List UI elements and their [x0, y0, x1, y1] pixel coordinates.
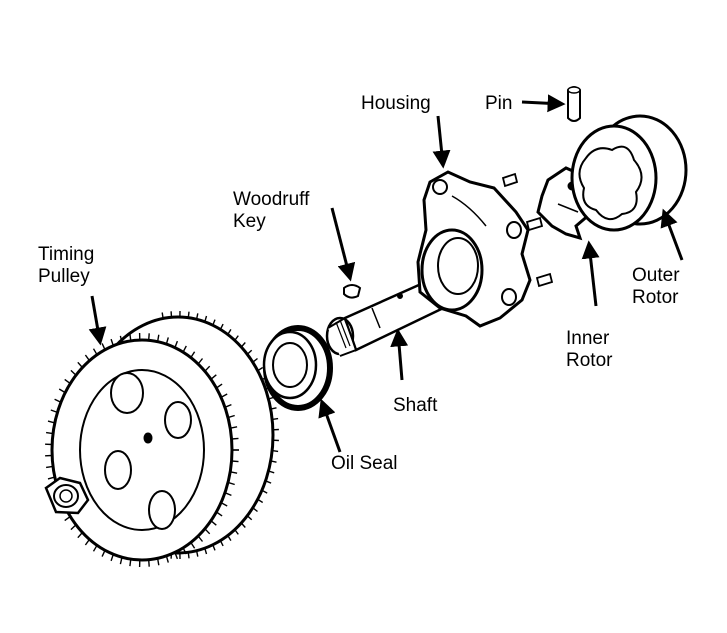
pulley-tooth	[85, 539, 89, 545]
arrow-outer-rotor	[664, 212, 682, 260]
pulley-tooth	[232, 461, 239, 462]
pulley-tooth	[188, 552, 189, 558]
arrow-pin	[522, 102, 562, 104]
label-woodruff-key-line1: Woodruff	[233, 189, 309, 211]
pulley-tooth	[235, 336, 239, 341]
woodruff-key	[344, 285, 360, 298]
pulley-tooth	[46, 466, 53, 467]
pulley-tooth	[241, 523, 245, 528]
arrow-timing-pulley	[92, 296, 100, 342]
pulley-tooth	[253, 359, 258, 363]
label-housing: Housing	[361, 93, 431, 115]
pulley-tooth	[241, 343, 245, 348]
arrow-shaft	[398, 332, 402, 380]
label-woodruff-key-line2: Key	[233, 211, 309, 233]
label-timing-pulley-line1: Timing	[38, 244, 94, 266]
label-inner-rotor-line2: Rotor	[566, 350, 612, 372]
label-timing-pulley: Timing Pulley	[38, 244, 94, 288]
pulley-tooth	[59, 389, 65, 393]
pulley-tooth	[78, 362, 83, 367]
arrow-inner-rotor	[589, 244, 596, 306]
label-timing-pulley-line2: Pulley	[38, 266, 94, 288]
pulley-tooth	[71, 525, 76, 530]
pulley-tooth	[228, 536, 231, 541]
pulley-tooth	[85, 355, 89, 361]
housing	[418, 172, 530, 326]
label-oil-seal: Oil Seal	[331, 453, 398, 475]
pulley-tooth	[46, 433, 53, 434]
pulley-tooth	[149, 560, 150, 567]
pulley-tooth	[65, 379, 71, 383]
label-inner-rotor-line1: Inner	[566, 328, 612, 350]
pulley-tooth	[102, 550, 105, 556]
oil-seal	[264, 328, 330, 408]
label-woodruff-key: Woodruff Key	[233, 189, 309, 233]
label-pin: Pin	[485, 93, 512, 115]
arrow-woodruff-key	[332, 208, 350, 278]
pulley-tooth	[130, 334, 131, 341]
pulley-tooth	[130, 559, 131, 566]
pulley-tooth	[102, 343, 105, 349]
label-outer-rotor-line2: Rotor	[632, 287, 680, 309]
pulley-tooth	[235, 530, 239, 535]
pulley-tooth	[162, 313, 163, 319]
pulley-tooth	[232, 438, 239, 439]
pulley-tooth	[228, 329, 231, 334]
label-outer-rotor-line1: Outer	[632, 265, 680, 287]
label-inner-rotor: Inner Rotor	[566, 328, 612, 372]
pin	[568, 87, 580, 121]
pulley-tooth	[94, 545, 98, 551]
pulley-tooth	[78, 533, 83, 538]
pulley-tooth	[253, 508, 258, 512]
timing-pulley	[45, 311, 279, 567]
pulley-tooth	[272, 419, 278, 420]
pulley-tooth	[188, 312, 189, 318]
pulley-tooth	[65, 516, 71, 520]
label-outer-rotor: Outer Rotor	[632, 265, 680, 309]
pulley-tooth	[94, 349, 98, 355]
label-shaft: Shaft	[393, 395, 437, 417]
pulley-tooth	[247, 516, 251, 520]
arrow-oil-seal	[322, 402, 340, 452]
pulley-tooth	[272, 451, 278, 452]
outer-rotor	[572, 116, 686, 230]
pulley-tooth	[149, 333, 150, 340]
arrow-housing	[438, 116, 443, 165]
pulley-tooth	[247, 350, 251, 354]
pulley-tooth	[71, 370, 76, 375]
